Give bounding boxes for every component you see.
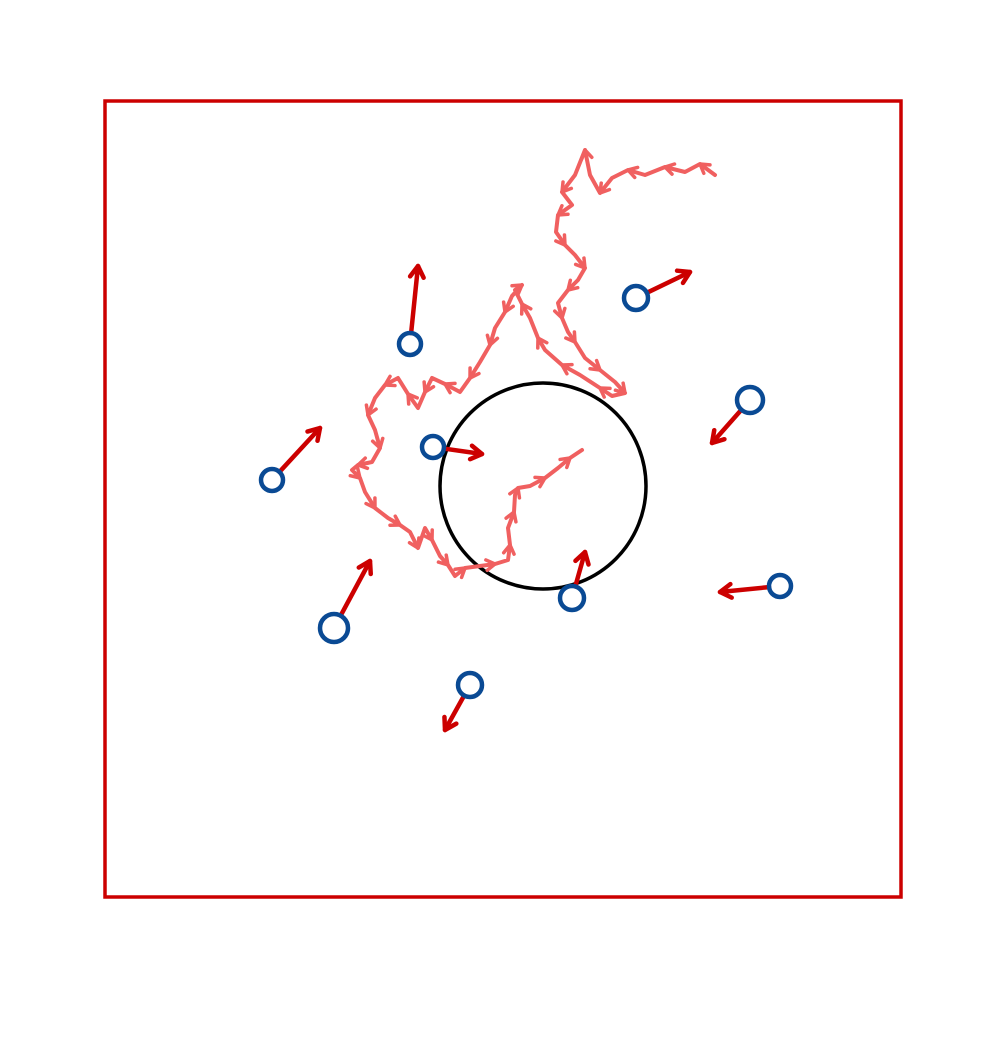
- velocity-arrowhead: [407, 263, 426, 280]
- trajectory-step-arrowhead: [422, 380, 436, 394]
- velocity-arrowhead: [717, 581, 734, 600]
- velocity-arrow: [442, 693, 467, 733]
- trajectory-step-arrowhead: [613, 381, 627, 395]
- trajectory-step-arrowhead: [598, 181, 612, 195]
- velocity-arrowhead: [356, 558, 373, 577]
- particle: [734, 384, 766, 416]
- trajectory-step-arrowhead: [533, 475, 547, 489]
- trajectory-step-arrowhead: [588, 358, 602, 372]
- velocity-arrow: [644, 269, 693, 296]
- trajectory-step-arrowhead: [564, 330, 577, 344]
- trajectory-step-arrowhead: [598, 386, 612, 399]
- velocity-arrow: [709, 407, 744, 446]
- trajectory-step-arrowhead: [556, 204, 570, 217]
- particle: [317, 611, 351, 645]
- velocity-arrowhead: [674, 268, 693, 286]
- trajectory-step-arrowhead: [484, 558, 497, 573]
- trajectory-step-arrowhead: [443, 381, 457, 395]
- velocity-arrowhead: [709, 427, 727, 446]
- trajectory-step-arrowhead: [485, 333, 500, 347]
- trajectory-step-arrowhead: [558, 456, 572, 470]
- velocity-arrowhead: [442, 714, 459, 733]
- velocity-arrow: [441, 446, 485, 457]
- trajectory-step-arrowhead: [468, 366, 481, 380]
- trajectory-step-arrowhead: [560, 362, 574, 376]
- velocity-arrow: [338, 558, 373, 618]
- trajectory-step-arrowhead: [504, 510, 518, 524]
- velocity-arrow: [573, 549, 588, 589]
- trajectory-step-arrowhead: [508, 486, 522, 500]
- particle: [258, 466, 286, 494]
- trajectory-step-arrowhead: [560, 180, 574, 194]
- particle: [621, 283, 651, 313]
- velocity-arrowhead: [305, 425, 323, 444]
- trajectory-step-arrowhead: [453, 566, 467, 580]
- trajectory-step-arrowhead: [383, 374, 397, 388]
- velocity-arrow: [277, 425, 323, 475]
- trajectory-step-arrowhead: [407, 536, 421, 550]
- trajectory-step-arrowhead: [388, 514, 402, 527]
- trajectory-step-arrowhead: [566, 278, 580, 292]
- particle: [766, 572, 794, 600]
- target-circle: [438, 381, 648, 591]
- trajectory-step-arrowhead: [348, 466, 362, 480]
- velocity-arrowhead: [573, 549, 591, 567]
- trajectory-step-arrowhead: [579, 148, 594, 162]
- trajectory-step-arrowhead: [501, 300, 515, 314]
- trajectory-step-arrowhead: [436, 553, 450, 567]
- particles: [258, 283, 794, 700]
- velocity-arrows: [277, 263, 772, 733]
- trajectory-step-arrowhead: [663, 162, 677, 176]
- trajectory-step-arrowhead: [364, 496, 377, 510]
- trajectory-step-arrowhead: [536, 336, 549, 350]
- trajectory-step-arrowhead: [406, 392, 419, 406]
- velocity-arrowhead: [467, 443, 485, 462]
- trajectory-step-arrowhead: [364, 403, 378, 417]
- particle: [557, 583, 587, 613]
- trajectory-step-arrowhead: [554, 233, 567, 247]
- trajectory-step-arrowhead: [626, 165, 640, 180]
- trajectory-step-arrowhead: [698, 162, 712, 176]
- trajectory-step-arrowhead: [501, 543, 516, 556]
- trajectory-step-arrowhead: [510, 283, 524, 296]
- trajectory-step-arrowhead: [356, 456, 370, 471]
- trajectory-step-arrowhead: [573, 256, 587, 270]
- trajectory-step-arrowhead: [553, 306, 567, 320]
- boundary-box: [103, 99, 903, 899]
- trajectory-path: [350, 148, 717, 578]
- trajectory-step-arrowhead: [519, 302, 533, 316]
- random-walk-trajectory: [348, 148, 717, 580]
- velocity-arrow: [717, 584, 772, 595]
- velocity-arrow: [408, 263, 421, 336]
- trajectory-step-arrowhead: [370, 436, 385, 450]
- trajectory-step-arrowhead: [421, 528, 434, 542]
- particle: [455, 670, 485, 700]
- particle: [396, 330, 424, 358]
- particle: [419, 433, 447, 461]
